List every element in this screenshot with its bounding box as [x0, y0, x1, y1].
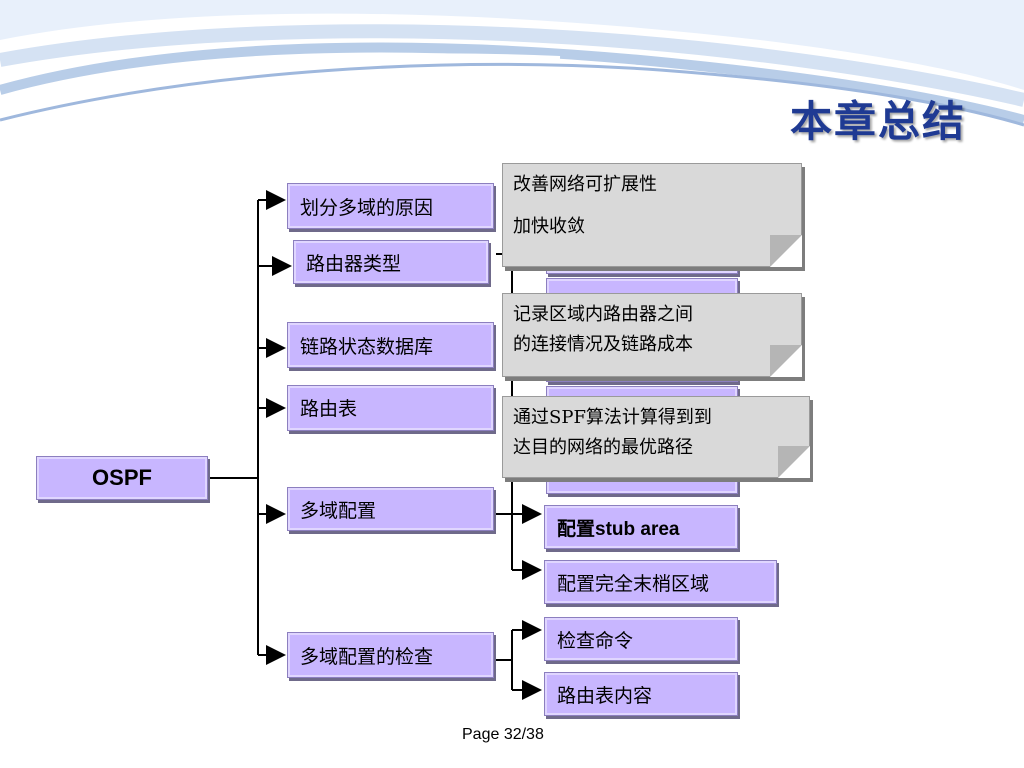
- branch-router-types: 路由器类型: [293, 240, 489, 284]
- callout-reasons: 改善网络可扩展性 加快收敛: [502, 163, 802, 267]
- callout-lsdb-line-2: 的连接情况及链路成本: [513, 334, 693, 355]
- branch-lsdb: 链路状态数据库: [287, 322, 494, 368]
- callout-fold-corner: [770, 235, 802, 267]
- branch-multi-area-check: 多域配置的检查: [287, 632, 494, 678]
- header-swoosh-decoration: [0, 0, 1024, 127]
- child-routing-table-content: 路由表内容: [544, 672, 738, 716]
- branch-routing-table: 路由表: [287, 385, 494, 431]
- callout-fold-corner: [778, 446, 810, 478]
- child-check-commands: 检查命令: [544, 617, 738, 661]
- callout-routing-line-1: 通过SPF算法计算得到到: [513, 407, 712, 428]
- callout-lsdb-line-1: 记录区域内路由器之间: [513, 304, 693, 325]
- root-node-ospf: OSPF: [36, 456, 208, 500]
- callout-routing-line-2: 达目的网络的最优路径: [513, 437, 693, 458]
- child-config-totally-stubby: 配置完全末梢区域: [544, 560, 777, 604]
- callout-reasons-line-1: 改善网络可扩展性: [513, 174, 657, 195]
- branch-reasons: 划分多域的原因: [287, 183, 494, 229]
- callout-fold-corner: [770, 345, 802, 377]
- callout-lsdb: 记录区域内路由器之间 的连接情况及链路成本: [502, 293, 802, 377]
- callout-routing-table: 通过SPF算法计算得到到 达目的网络的最优路径: [502, 396, 810, 478]
- branch-multi-area-config: 多域配置: [287, 487, 494, 531]
- callout-reasons-line-2: 加快收敛: [513, 216, 585, 237]
- child-config-stub-area: 配置stub area: [544, 505, 738, 549]
- page-number: Page 32/38: [462, 726, 544, 743]
- slide-title: 本章总结: [790, 97, 967, 146]
